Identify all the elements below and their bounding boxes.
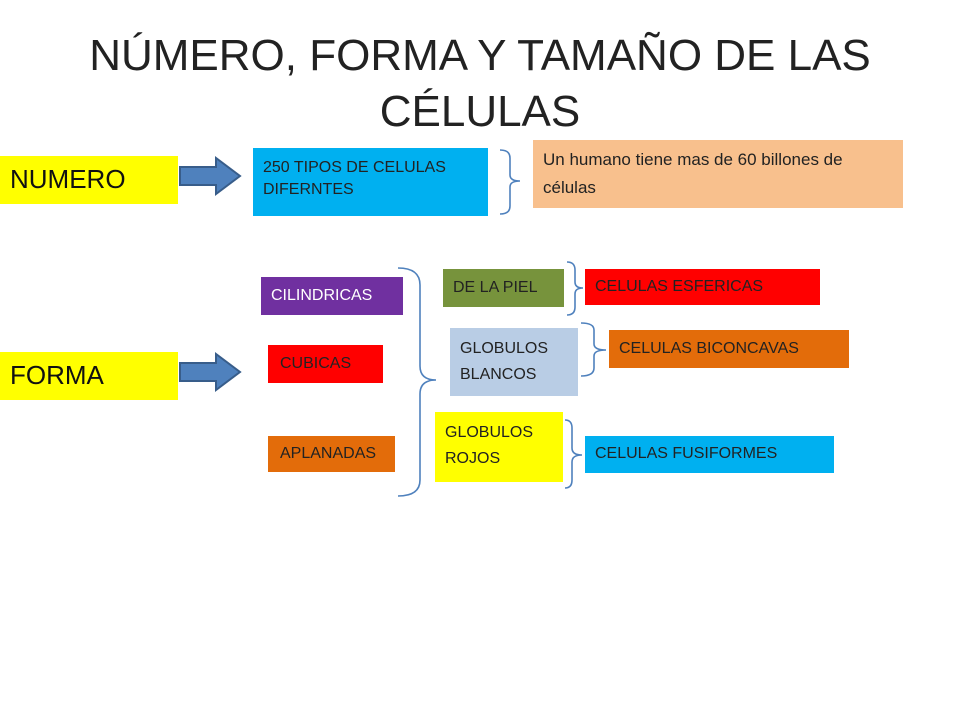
example-globulos-blancos: GLOBULOS BLANCOS	[450, 328, 578, 396]
bracket-forma-large	[397, 267, 437, 497]
bracket-blancos	[580, 322, 607, 377]
slide-title: NÚMERO, FORMA Y TAMAÑO DE LAS CÉLULAS	[89, 31, 871, 136]
result-biconcavas: CELULAS BICONCAVAS	[609, 330, 849, 368]
humano-celulas-box: Un humano tiene mas de 60 billones de cé…	[533, 140, 903, 208]
tipos-celulas-box: 250 TIPOS DE CELULAS DIFERNTES	[253, 148, 488, 216]
bracket-rojos	[564, 419, 583, 489]
forma-label: FORMA	[0, 352, 178, 400]
shape-cilindricas: CILINDRICAS	[261, 277, 403, 315]
bracket-numero	[499, 149, 521, 215]
numero-label: NUMERO	[0, 156, 178, 204]
result-fusiformes: CELULAS FUSIFORMES	[585, 436, 834, 473]
bracket-piel	[566, 261, 584, 316]
numero-arrow-icon	[179, 156, 242, 196]
forma-arrow-icon	[179, 352, 242, 392]
shape-cubicas: CUBICAS	[268, 345, 383, 383]
result-esfericas: CELULAS ESFERICAS	[585, 269, 820, 305]
example-globulos-rojos: GLOBULOS ROJOS	[435, 412, 563, 482]
example-de-la-piel: DE LA PIEL	[443, 269, 564, 307]
shape-aplanadas: APLANADAS	[268, 436, 395, 472]
